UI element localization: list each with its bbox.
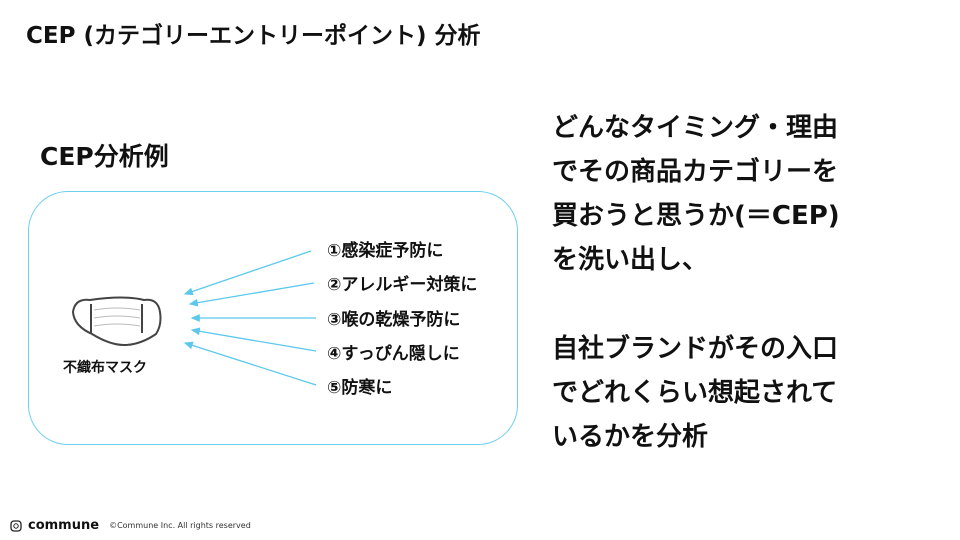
arrow-5 [183,341,317,386]
cep-item: ⑤防寒に [327,378,393,398]
text-line: 自社ブランドがその入口 [552,334,839,364]
text-line: 買おうと思うか(＝CEP) [552,201,840,231]
arrow-1 [183,250,312,296]
text-line: いるかを分析 [552,422,709,452]
arrow-4 [190,327,317,352]
section-heading: CEP分析例 [40,142,169,171]
cep-item: ①感染症予防に [327,241,444,261]
cep-item: ②アレルギー対策に [327,275,478,295]
brand-logo: commune [28,518,100,533]
footer: commune ©Commune Inc. All rights reserve… [10,518,251,533]
description-para-1: どんなタイミング・理由 でその商品カテゴリーを 買おうと思うか(＝CEP) を洗… [552,106,840,282]
text-line: でどれくらい想起されて [552,378,838,408]
commune-logo-icon [10,519,22,532]
cep-item: ④すっぴん隠しに [327,344,460,364]
arrow-2 [188,282,315,307]
text-line: でその商品カテゴリーを [552,157,839,187]
slide-title: CEP (カテゴリーエントリーポイント) 分析 [26,23,481,49]
example-box [28,191,518,445]
cep-item: ③喉の乾燥予防に [327,310,461,330]
text-line: を洗い出し、 [552,245,709,275]
product-label: 不織布マスク [63,360,147,376]
description-para-2: 自社ブランドがその入口 でどれくらい想起されて いるかを分析 [552,327,838,459]
copyright: ©Commune Inc. All rights reserved [109,521,251,530]
text-line: どんなタイミング・理由 [552,113,839,143]
mask-icon [71,296,162,347]
